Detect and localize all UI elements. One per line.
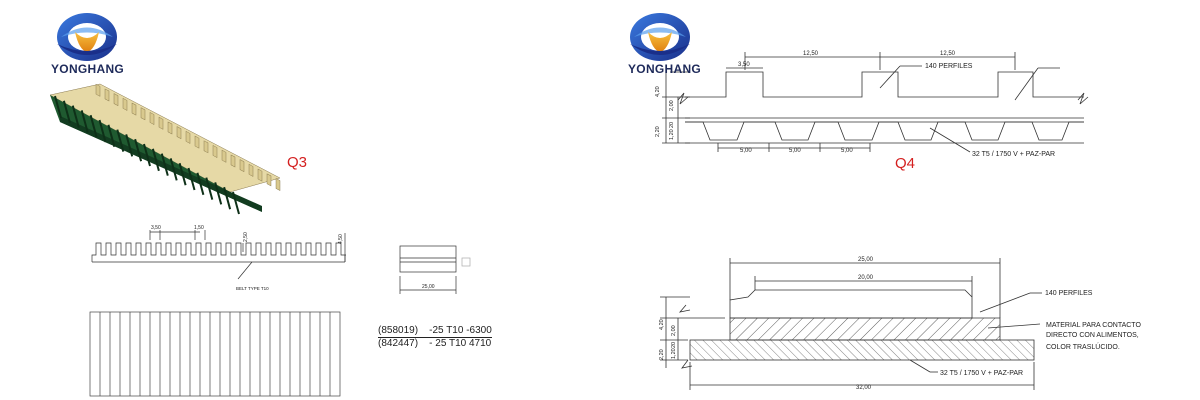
belt-groove	[125, 134, 134, 157]
q3-dim-total-height: 4,50	[338, 234, 344, 244]
belt-tooth	[149, 112, 155, 125]
q4-belt-spec: 32 T5 / 1750 V + PAZ-PAR	[972, 151, 1055, 158]
q4-left-dim-1: 4,20	[655, 86, 661, 97]
brand-name: YONGHANG	[51, 62, 125, 76]
q4-top-dim-2: 12,50	[940, 51, 956, 57]
q4-left-dim-2: 2,00	[669, 100, 675, 111]
section-left-dim-1: 4,20	[659, 319, 665, 330]
belt-3d-illustration	[49, 83, 281, 215]
belt-tooth	[203, 140, 209, 154]
brand-logo-icon	[57, 13, 117, 61]
q3-code-2: (842447) - 25 T10 4710	[378, 338, 492, 349]
q4-left-dim-3: 2,20	[655, 126, 661, 137]
belt-tooth	[266, 173, 272, 187]
q3-cross-section	[399, 245, 471, 294]
belt-groove	[98, 119, 107, 143]
belt-tooth	[176, 126, 182, 140]
section-left-dim-3: 2,20	[659, 349, 665, 360]
belt-tooth	[257, 168, 263, 182]
q3-belt-type: BELT TYPE T10	[236, 286, 269, 291]
belt-groove	[62, 100, 71, 124]
belt-tooth	[185, 131, 191, 144]
belt-tooth	[221, 149, 227, 163]
belt-groove	[54, 95, 62, 119]
q4-pitch-dim-2: 5,00	[789, 148, 801, 154]
belt-groove	[107, 124, 116, 148]
belt-tooth	[95, 83, 101, 97]
belt-tooth	[158, 116, 164, 130]
q3-code-1: (858019) -25 T10 -6300	[378, 325, 492, 338]
section-perfiles-label: 140 PERFILES	[1045, 290, 1093, 297]
q4-pitch-dim-1: 5,00	[740, 148, 752, 154]
belt-tooth	[113, 93, 119, 107]
section-material-line-1: MATERIAL PARA CONTACTO	[1046, 322, 1141, 329]
belt-groove	[214, 182, 223, 205]
q3-dim-width: 25,00	[422, 284, 435, 290]
belt-groove	[151, 148, 160, 172]
belt-tooth	[131, 102, 137, 116]
belt-tooth	[212, 145, 218, 158]
q4-profile-drawing	[662, 52, 1089, 153]
belt-groove	[71, 105, 80, 128]
belt-tooth	[248, 164, 254, 177]
q3-label: Q3	[287, 154, 308, 171]
q3-top-view	[89, 311, 341, 397]
belt-groove	[160, 153, 169, 176]
section-belt-spec: 32 T5 / 1750 V + PAZ-PAR	[940, 370, 1023, 377]
belt-groove	[205, 177, 214, 200]
belt-groove	[187, 167, 196, 191]
belt-groove	[80, 110, 89, 133]
q4-left-dim-5: 20	[669, 122, 675, 128]
q3-dim-tooth-width: 3,50	[151, 225, 161, 231]
brand-logo-icon	[630, 13, 690, 61]
belt-groove	[116, 129, 125, 152]
section-dim-top: 25,00	[858, 257, 874, 263]
q3-dim-gap: 1,50	[194, 225, 204, 231]
belt-tooth	[194, 135, 200, 149]
section-left-dim-4: 1,20	[671, 348, 677, 359]
belt-tooth	[122, 98, 128, 111]
belt-groove	[143, 143, 151, 167]
belt-tooth	[275, 178, 281, 191]
belt-tooth	[104, 88, 110, 102]
belt-tooth	[167, 121, 173, 135]
section-dim-inner: 20,00	[858, 275, 874, 281]
q3-dim-tooth-height: 2,50	[243, 232, 249, 242]
belt-groove	[89, 114, 98, 138]
q4-left-dim-4: 1,20	[669, 129, 675, 140]
belt-tooth	[140, 107, 146, 121]
section-drawing	[660, 258, 1042, 390]
q4-panel: 12,50 12,50 3,50 140 PERFILES 5,00 5,00 …	[600, 0, 1200, 400]
section-left-dim-5: 20	[671, 342, 677, 348]
q4-dim-tooth: 3,50	[738, 62, 750, 68]
q3-panel: 3,50 1,50 2,50 4,50 BELT TYPE T10 25,00 …	[49, 13, 492, 397]
section-material-line-3: COLOR TRASLÚCIDO.	[1046, 342, 1120, 351]
belt-tooth	[230, 154, 236, 168]
belt-groove	[232, 191, 240, 215]
q4-top-dim-1: 12,50	[803, 51, 819, 57]
q3-profile-drawing	[91, 230, 346, 280]
q4-perfiles-label: 140 PERFILES	[925, 63, 973, 70]
section-material-line-2: DIRECTO CON ALIMENTOS,	[1046, 332, 1139, 339]
brand-name: YONGHANG	[628, 62, 702, 76]
belt-groove	[196, 172, 205, 196]
q4-pitch-dim-3: 5,00	[841, 148, 853, 154]
section-dim-bottom: 32,00	[856, 385, 872, 391]
section-left-dim-2: 2,00	[671, 325, 677, 336]
belt-groove	[169, 158, 178, 181]
belt-groove	[223, 186, 232, 210]
q4-label: Q4	[895, 155, 916, 172]
belt-groove	[178, 162, 187, 186]
q3-part-codes: (858019) -25 T10 -6300 (842447) - 25 T10…	[378, 325, 492, 350]
belt-groove	[134, 138, 143, 162]
q4-drawing: 12,50 12,50 3,50 140 PERFILES 5,00 5,00 …	[630, 13, 1141, 391]
q3-drawing: 3,50 1,50 2,50 4,50 BELT TYPE T10 25,00	[49, 13, 471, 397]
belt-tooth	[239, 159, 245, 173]
